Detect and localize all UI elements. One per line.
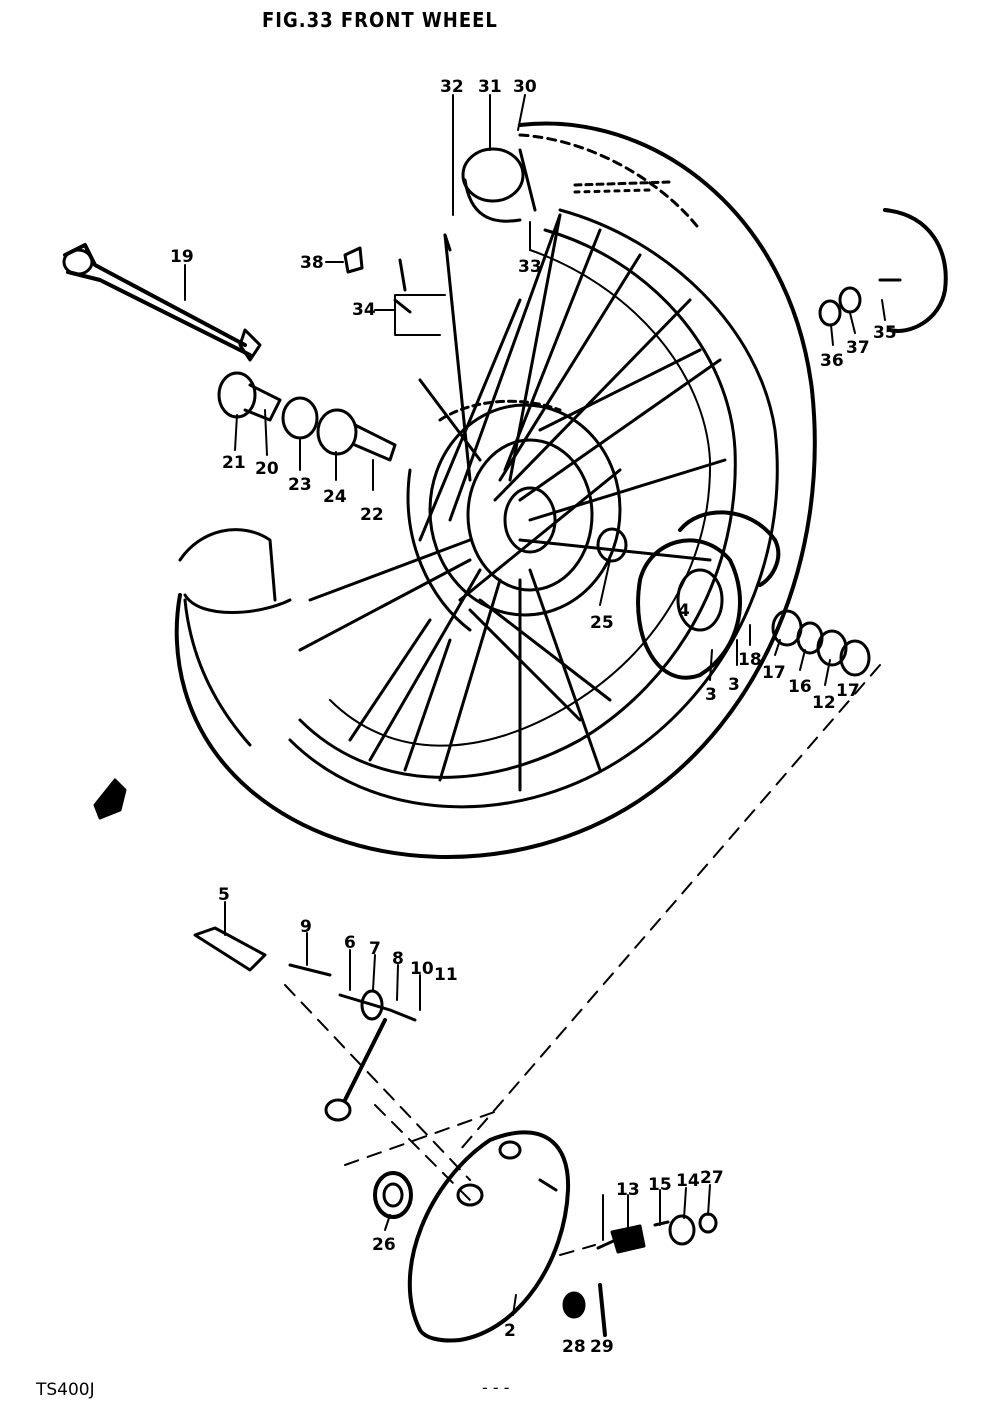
axle-spacers — [217, 371, 397, 462]
callout-28: 28 — [562, 1337, 586, 1357]
callout-29: 29 — [590, 1337, 614, 1357]
oil-seal — [373, 1171, 413, 1219]
balance-weight — [343, 233, 452, 314]
brake-shoes — [636, 510, 781, 680]
direction-arrow — [93, 778, 127, 820]
callout-13: 13 — [616, 1180, 640, 1200]
speedometer-gear — [818, 208, 948, 333]
callout-20: 20 — [255, 459, 279, 479]
page-number: - - - — [482, 1378, 510, 1397]
callout-25: 25 — [590, 613, 614, 633]
callout-33: 33 — [518, 257, 542, 277]
bearings-right — [771, 609, 871, 677]
callout-4: 4 — [678, 601, 690, 621]
callout-36: 36 — [820, 351, 844, 371]
callout-27: 27 — [700, 1168, 724, 1188]
callout-32: 32 — [440, 77, 464, 97]
model-code: TS400J — [36, 1380, 95, 1400]
callout-9: 9 — [300, 917, 312, 937]
callout-26: 26 — [372, 1235, 396, 1255]
callout-11: 11 — [434, 965, 458, 985]
brake-panel — [407, 1130, 571, 1343]
callout-17a: 17 — [762, 663, 786, 683]
callout-23: 23 — [288, 475, 312, 495]
callout-16: 16 — [788, 677, 812, 697]
callout-22: 22 — [360, 505, 384, 525]
cam-parts — [596, 1212, 718, 1254]
callout-3a: 3 — [705, 685, 717, 705]
tire — [174, 121, 817, 859]
callout-8: 8 — [392, 949, 404, 969]
spokes — [298, 213, 727, 792]
callout-7: 7 — [369, 939, 381, 959]
figure-title: FIG.33 FRONT WHEEL — [262, 8, 498, 32]
bolt-and-pin — [562, 1283, 607, 1337]
assembly-guides — [284, 664, 881, 1256]
callout-17b: 17 — [836, 681, 860, 701]
callout-6: 6 — [344, 933, 356, 953]
callout-34: 34 — [352, 300, 376, 320]
callout-14: 14 — [676, 1171, 700, 1191]
tire-valve-cap — [461, 147, 537, 223]
callout-5: 5 — [218, 885, 230, 905]
callout-31: 31 — [478, 77, 502, 97]
callout-21: 21 — [222, 453, 246, 473]
callout-3b: 3 — [728, 675, 740, 695]
callout-18: 18 — [738, 650, 762, 670]
callout-2: 2 — [504, 1321, 516, 1341]
callout-24: 24 — [323, 487, 347, 507]
callout-35: 35 — [873, 323, 897, 343]
callout-15: 15 — [648, 1175, 672, 1195]
callout-12: 12 — [812, 693, 836, 713]
callout-19: 19 — [170, 247, 194, 267]
hub — [406, 399, 628, 632]
callout-labels: 32 31 30 19 38 33 34 35 36 37 21 20 23 2… — [170, 77, 897, 1357]
leader-lines — [184, 94, 886, 1316]
callout-37: 37 — [846, 338, 870, 358]
brake-linkage — [193, 926, 417, 1122]
callout-30: 30 — [513, 77, 537, 97]
callout-10: 10 — [410, 959, 434, 979]
callout-38: 38 — [300, 253, 324, 273]
axle — [62, 243, 262, 362]
